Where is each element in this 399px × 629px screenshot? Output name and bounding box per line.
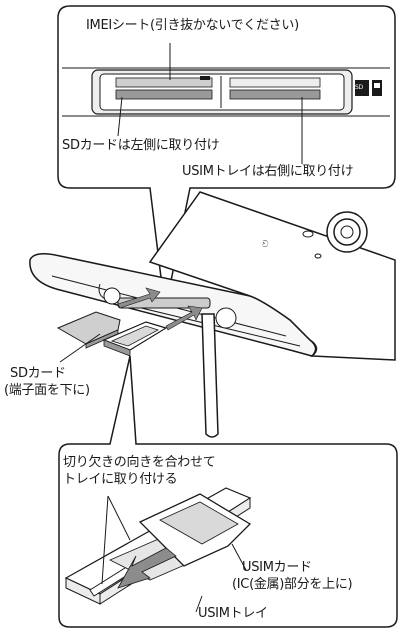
label-sd-card-note: (端子面を下に) [4, 383, 90, 398]
label-align-notch-2: トレイに取り付ける [63, 472, 178, 487]
label-align-notch: 切り欠きの向きを合わせて [63, 455, 216, 470]
label-sd-left: SDカードは左側に取り付け [62, 138, 220, 153]
label-imei-sheet: IMEIシート(引き抜かないでください) [86, 18, 299, 33]
sd-card [56, 311, 121, 363]
sd-icon: SD [355, 84, 363, 91]
label-usim-tray: USIMトレイ [198, 606, 268, 621]
label-usim-tray-right: USIMトレイは右側に取り付け [182, 164, 354, 179]
label-usim-card-note: (IC(金属)部分を上に) [232, 577, 353, 592]
usim-tray-small [102, 321, 168, 357]
label-sd-card: SDカード [10, 366, 66, 381]
phone-body: ව [29, 191, 396, 438]
label-usim-card: USIMカード [242, 560, 312, 575]
svg-text:ව: ව [262, 240, 269, 250]
top-callout [57, 5, 396, 311]
bottom-callout [58, 355, 398, 628]
